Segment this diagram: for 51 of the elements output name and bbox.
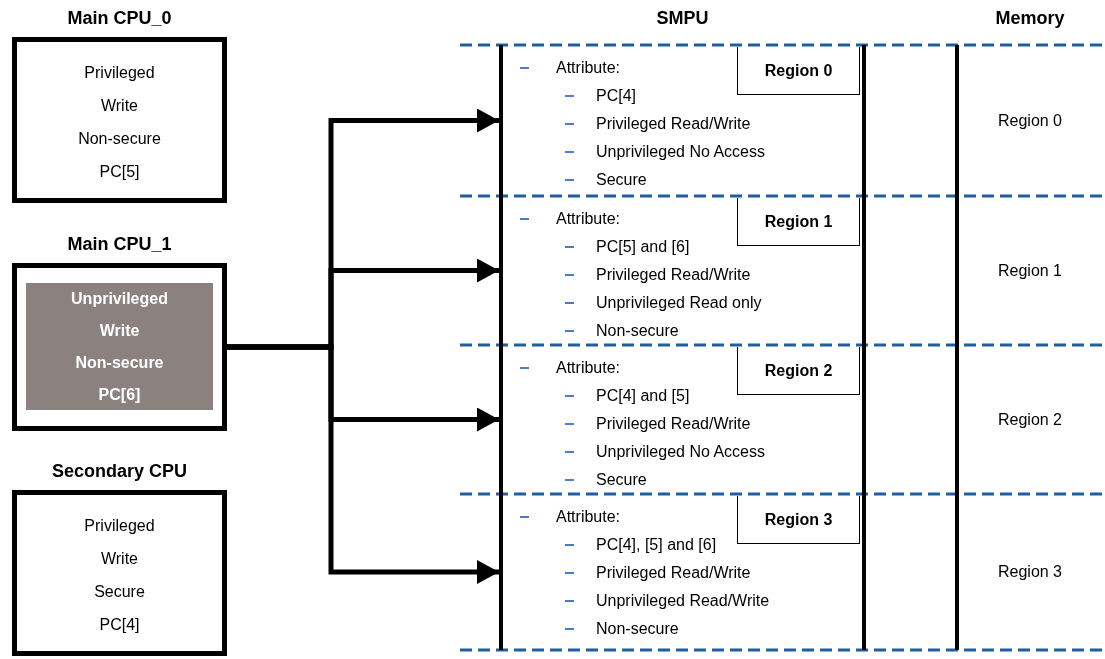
access-text: Write (100, 549, 138, 569)
attribute-text: PC[5] and [6] (596, 238, 690, 256)
column-title: SMPU (656, 8, 709, 29)
access-text: PC[6] (98, 384, 141, 405)
attribute-text: Attribute: (556, 359, 621, 377)
access-text: Secure (94, 582, 145, 602)
region-tag (737, 47, 860, 95)
cpu-title: Main CPU_0 (67, 8, 172, 29)
highlighted-access-box (26, 283, 213, 410)
cpu-title: Main CPU_1 (67, 234, 172, 255)
region-title: Region 3 (764, 510, 833, 529)
region-title: Region 2 (764, 361, 833, 380)
region-title: Region 0 (764, 61, 833, 80)
region-tag (737, 198, 860, 246)
region-tag (737, 347, 860, 395)
attribute-text: PC[4], [5] and [6] (596, 536, 717, 554)
cpu-title: Secondary CPU (51, 461, 187, 482)
attribute-text: Privileged Read/Write (596, 564, 751, 582)
arrow (227, 344, 499, 584)
attribute-text: Unprivileged No Access (596, 143, 765, 161)
attribute-text: Attribute: (556, 210, 621, 228)
region-title: Region 1 (764, 212, 833, 231)
memory-region-label: Region 0 (997, 111, 1062, 130)
access-text: Non-secure (75, 352, 164, 373)
attribute-text: Unprivileged Read only (596, 294, 762, 312)
access-text: PC[4] (99, 615, 140, 635)
memory-region-label: Region 1 (997, 261, 1062, 280)
access-text: Privileged (84, 63, 155, 83)
attribute-text: Secure (596, 471, 647, 489)
attribute-text: PC[4] (596, 87, 636, 105)
attribute-text: Attribute: (556, 59, 621, 77)
attribute-text: PC[4] and [5] (596, 387, 690, 405)
attribute-text: Attribute: (556, 508, 621, 526)
attribute-text: Non-secure (596, 322, 679, 340)
attribute-text: Privileged Read/Write (596, 415, 751, 433)
access-text: Write (100, 96, 138, 116)
memory-region-label: Region 3 (997, 563, 1062, 581)
attribute-text: Privileged Read/Write (596, 266, 751, 284)
region-tag (737, 496, 860, 544)
access-text: Unprivileged (71, 288, 168, 309)
column-title: Memory (995, 8, 1065, 29)
attribute-text: Secure (596, 171, 647, 189)
access-text: Non-secure (78, 129, 161, 149)
attribute-text: Privileged Read/Write (596, 115, 751, 133)
memory-region-label: Region 2 (997, 410, 1062, 429)
access-text: Privileged (84, 516, 155, 536)
attribute-text: Unprivileged Read/Write (596, 592, 770, 610)
access-text: Write (99, 320, 140, 341)
attribute-text: Unprivileged No Access (596, 443, 765, 461)
attribute-text: Non-secure (596, 620, 679, 638)
access-text: PC[5] (99, 162, 140, 182)
